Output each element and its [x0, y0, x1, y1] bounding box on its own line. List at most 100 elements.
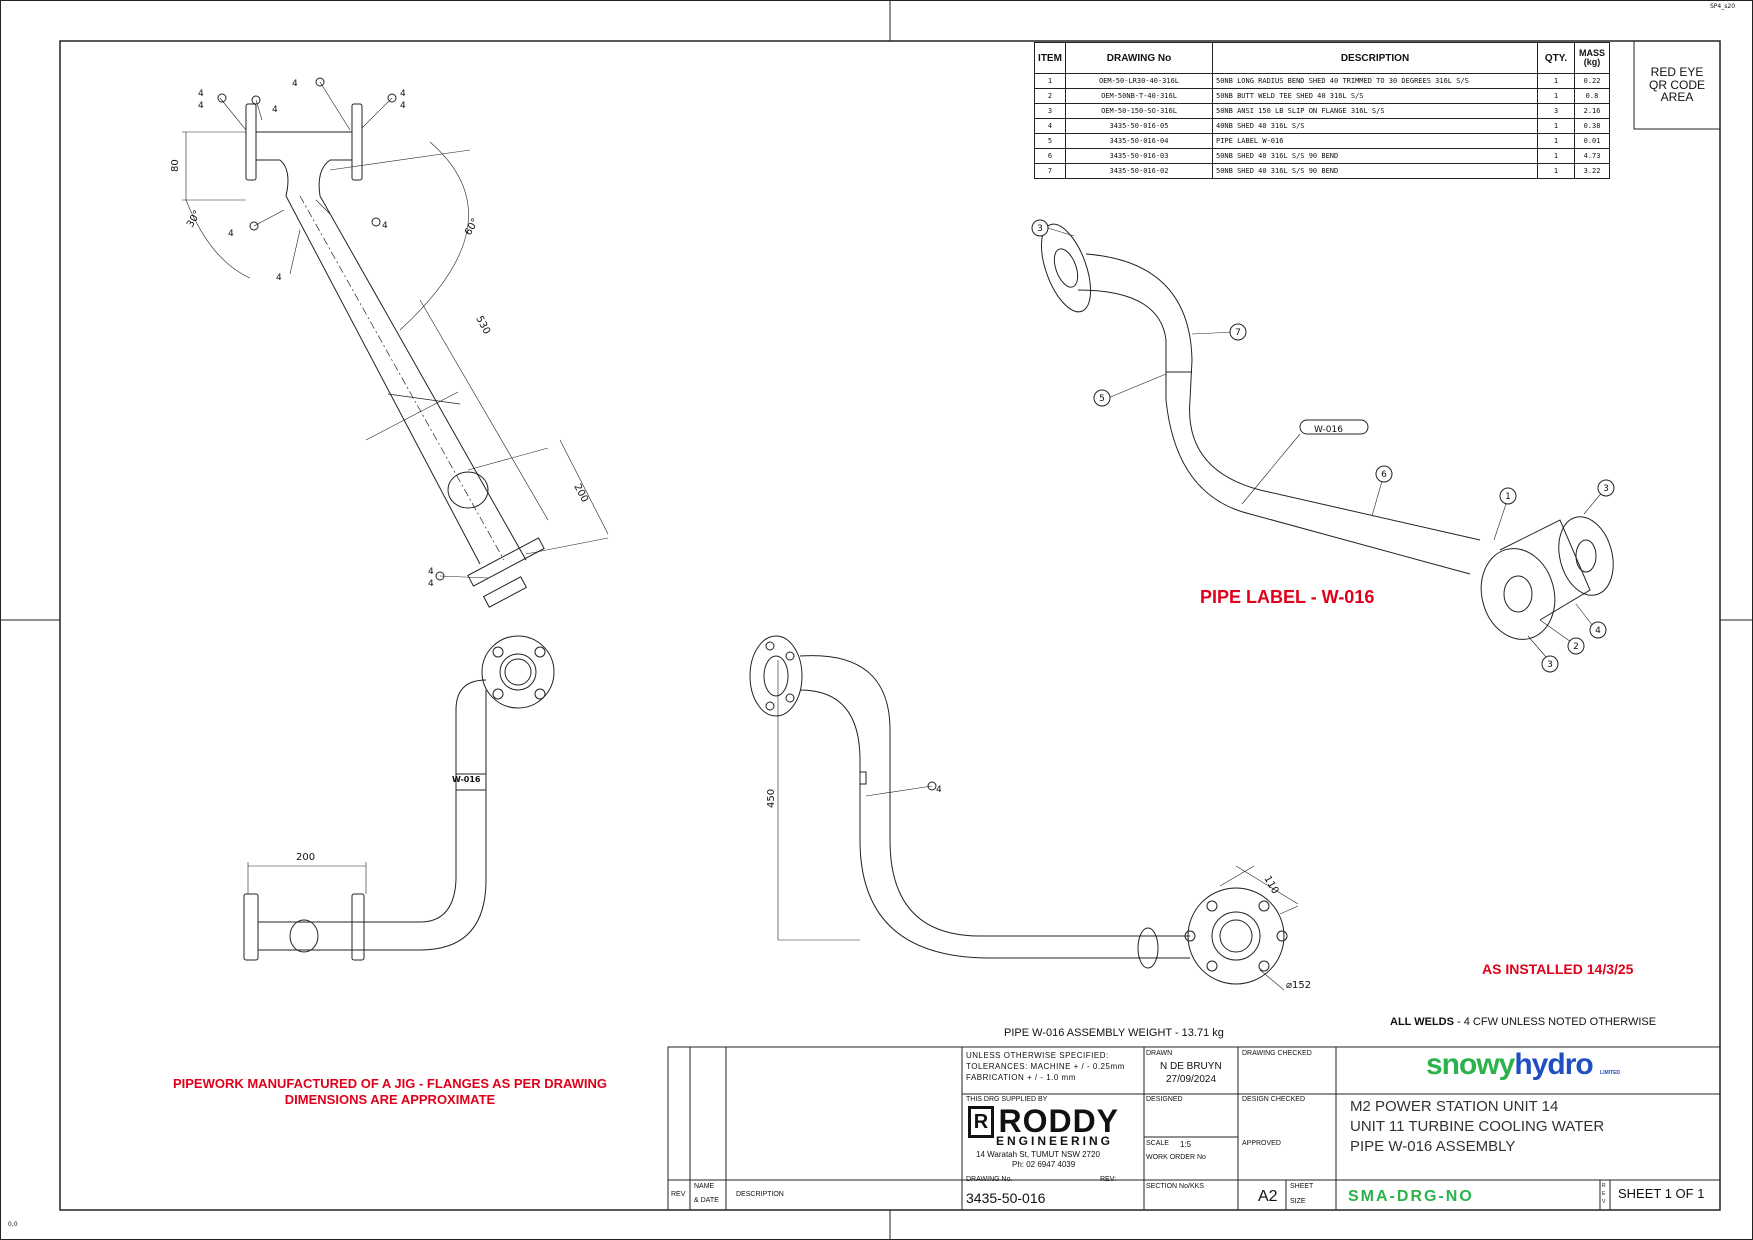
bom-cell: OEM-50-150-SO-316L — [1065, 103, 1213, 119]
tb-rev-label: REV: — [1100, 1176, 1117, 1183]
bill-of-materials: ITEM DRAWING No DESCRIPTION QTY. MASS (k… — [1034, 42, 1610, 179]
company-logo-icon: R — [968, 1106, 994, 1138]
bom-cell: 0.8 — [1574, 88, 1610, 104]
bom-cell: 2.16 — [1574, 103, 1610, 119]
view-bottom-middle — [749, 635, 1299, 991]
client-drawing-number: SMA-DRG-NO — [1348, 1188, 1474, 1205]
bom-cell: 1 — [1537, 148, 1575, 164]
bom-cell: 2 — [1034, 88, 1066, 104]
dim-30deg: 30° — [185, 209, 203, 230]
weld-symbol: 4 — [400, 89, 406, 99]
drawing-title-2: UNIT 11 TURBINE COOLING WATER — [1350, 1118, 1605, 1135]
dim-60deg: 60° — [463, 217, 481, 238]
tb-size-label: SIZE — [1290, 1198, 1306, 1205]
pipe-tag-iso: W-016 — [1314, 425, 1343, 435]
tb-unless: UNLESS OTHERWISE SPECIFIED: — [966, 1051, 1109, 1060]
bom-cell: 1 — [1537, 163, 1575, 179]
dim-200b: 200 — [296, 852, 315, 863]
bom-cell: 3 — [1034, 103, 1066, 119]
balloon-1: 1 — [1505, 492, 1511, 502]
date-col-label: & DATE — [694, 1197, 719, 1204]
bom-cell: 50NB SHED 40 316L S/S 90 BEND — [1212, 163, 1538, 179]
bom-cell: 1 — [1537, 133, 1575, 149]
tb-designed: DESIGNED — [1146, 1096, 1183, 1103]
tb-drawing-no-label: DRAWING No. — [966, 1176, 1013, 1183]
bom-cell: 1 — [1537, 88, 1575, 104]
weld-symbol: 4 — [198, 101, 204, 111]
bom-cell: 1 — [1537, 73, 1575, 89]
tb-work-order: WORK ORDER No — [1146, 1154, 1206, 1161]
bom-cell: 3435-50-016-03 — [1065, 148, 1213, 164]
bom-header-mass: MASS (kg) — [1574, 42, 1610, 74]
balloon-2: 2 — [1573, 642, 1579, 652]
as-installed-note: AS INSTALLED 14/3/25 — [1482, 961, 1634, 977]
tb-drawn-name: N DE BRUYN — [1160, 1061, 1222, 1072]
tb-sheet-label: SHEET — [1290, 1183, 1314, 1190]
company-address: 14 Waratah St, TUMUT NSW 2720 — [976, 1150, 1100, 1159]
bom-cell: 3435-50-016-05 — [1065, 118, 1213, 134]
weld-symbol: 4 — [428, 567, 434, 577]
bom-cell: 50NB LONG RADIUS BEND SHED 40 TRIMMED TO… — [1212, 73, 1538, 89]
bom-cell: 3 — [1537, 103, 1575, 119]
pipe-label-note: PIPE LABEL - W-016 — [1200, 587, 1375, 607]
bom-cell: 0.01 — [1574, 133, 1610, 149]
tb-tol-machine: TOLERANCES: MACHINE + / - 0.25mm — [966, 1062, 1125, 1071]
weld-symbol: 4 — [936, 785, 942, 795]
bom-cell: 6 — [1034, 148, 1066, 164]
company-logo: R RODDY ENGINEERING — [968, 1103, 1120, 1148]
all-welds-note: ALL WELDS - 4 CFW UNLESS NOTED OTHERWISE — [1390, 1017, 1656, 1028]
bom-header-item: ITEM — [1034, 42, 1066, 74]
all-welds-label: ALL WELDS — [1390, 1016, 1454, 1028]
pipe-tag-small: W-016 — [452, 775, 481, 784]
drawing-title-1: M2 POWER STATION UNIT 14 — [1350, 1098, 1559, 1115]
weld-symbol: 4 — [292, 79, 298, 89]
view-bottom-left — [243, 635, 555, 961]
desc-col-label: DESCRIPTION — [736, 1191, 784, 1198]
assembly-weight: PIPE W-016 ASSEMBLY WEIGHT - 13.71 kg — [1004, 1027, 1224, 1039]
tb-design-checked: DESIGN CHECKED — [1242, 1096, 1306, 1103]
bom-cell: OEM-50NB-T-40-316L — [1065, 88, 1213, 104]
sheet-number: SHEET 1 OF 1 — [1618, 1186, 1705, 1201]
balloon-5: 5 — [1099, 394, 1105, 404]
bom-cell: PIPE LABEL W-016 — [1212, 133, 1538, 149]
tb-size-value: A2 — [1258, 1188, 1278, 1205]
bom-header-description: DESCRIPTION — [1212, 42, 1538, 74]
balloon-3c: 3 — [1547, 660, 1553, 670]
balloon-6: 6 — [1381, 470, 1387, 480]
rev-col-label: REV — [671, 1191, 686, 1198]
balloon-4: 4 — [1595, 626, 1601, 636]
tb-section: SECTION No/KKS — [1146, 1183, 1204, 1190]
tb-drawn-date: 27/09/2024 — [1166, 1074, 1217, 1085]
balloon-7: 7 — [1235, 328, 1241, 338]
client-logo-snowy: snowy — [1426, 1048, 1515, 1081]
tb-drawing-no: 3435-50-016 — [966, 1190, 1046, 1206]
qr-code-area: RED EYE QR CODE AREA — [1648, 65, 1705, 105]
title-block-lines — [667, 1046, 1721, 1211]
jig-note: PIPEWORK MANUFACTURED OF A JIG - FLANGES… — [172, 1076, 608, 1108]
tb-drawing-checked: DRAWING CHECKED — [1242, 1050, 1312, 1057]
corner-code: SP4_s20 — [1710, 3, 1736, 10]
bom-cell: 3435-50-016-04 — [1065, 133, 1213, 149]
tb-scale-label: SCALE — [1146, 1140, 1169, 1147]
tb-approved: APPROVED — [1242, 1140, 1281, 1147]
client-logo-suffix: LIMITED — [1600, 1070, 1621, 1076]
weld-symbol: 4 — [272, 105, 278, 115]
weld-symbol: 4 — [382, 221, 388, 231]
bom-cell: 4.73 — [1574, 148, 1610, 164]
bom-cell: 0.38 — [1574, 118, 1610, 134]
dim-110: 110 — [1261, 874, 1280, 896]
bom-cell: 50NB BUTT WELD TEE SHED 40 316L S/S — [1212, 88, 1538, 104]
client-logo-hydro: hydro — [1514, 1048, 1593, 1081]
company-name: RODDY — [998, 1103, 1120, 1139]
dim-80: 80 — [170, 159, 181, 172]
dim-200a: 200 — [571, 482, 590, 504]
balloon-3b: 3 — [1603, 484, 1609, 494]
